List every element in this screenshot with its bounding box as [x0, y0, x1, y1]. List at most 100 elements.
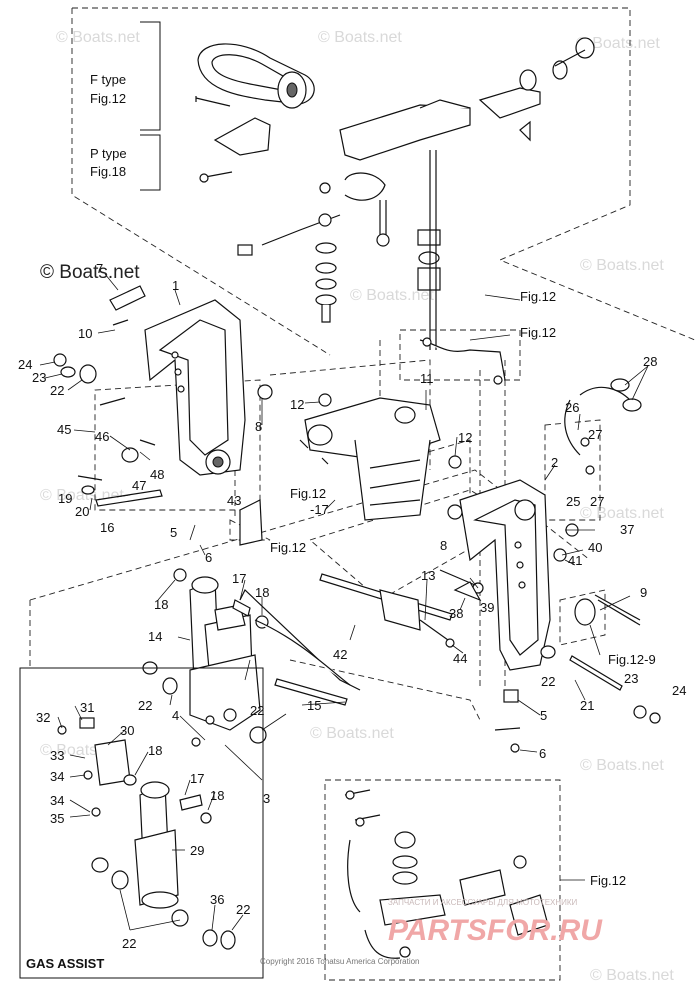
watermark: © Boats.net [318, 29, 402, 46]
right-clamp-bracket [439, 378, 661, 753]
callout-number: 12 [458, 430, 472, 445]
callout-number: 3 [263, 791, 270, 806]
callout-number: 43 [227, 493, 241, 508]
callout-number: 32 [36, 710, 50, 725]
callout-number: 22 [50, 383, 64, 398]
callout-number: 42 [333, 647, 347, 662]
callout-number: 5 [170, 525, 177, 540]
callout-number: 11 [420, 371, 434, 386]
shop-logo: PARTSFOR.RU [388, 914, 603, 947]
callout-number: 27 [588, 427, 602, 442]
callout-number: 24 [672, 683, 686, 698]
gas-assist-box: GAS ASSIST [19, 667, 264, 979]
leader-lines [39, 273, 649, 931]
p-type-label: P type [90, 146, 127, 161]
callout-number: 6 [205, 550, 212, 565]
callout-number: 34 [50, 793, 64, 808]
callout-number: 19 [58, 491, 72, 506]
callout-number: 18 [154, 597, 168, 612]
watermark: © Boats.net [56, 29, 140, 46]
callout-number: 22 [236, 902, 250, 917]
callout-number: 28 [643, 354, 657, 369]
callout-number: 10 [78, 326, 92, 341]
callout-number: 7 [96, 261, 103, 276]
watermark: © Boats.net [580, 505, 664, 522]
copyright-text: Copyright 2016 Tohatsu America Corporati… [260, 957, 420, 966]
callout-number: 25 [566, 494, 580, 509]
fig-ref-label: Fig.12 [290, 486, 326, 501]
f-type-fig-label: Fig.12 [90, 91, 126, 106]
callout-number: 16 [100, 520, 114, 535]
callout-number: 15 [307, 698, 321, 713]
fig-ref-label: Fig.12 [590, 873, 626, 888]
callout-number: 23 [624, 671, 638, 686]
callout-number: 22 [122, 936, 136, 951]
callout-number: 34 [50, 769, 64, 784]
fig-ref-suffix: -17 [310, 502, 329, 517]
part-callouts: 1 2 3 4 5 5 6 6 7 8 8 9 10 11 12 12 13 1… [18, 261, 686, 951]
callout-number: 33 [50, 748, 64, 763]
callout-number: 17 [190, 771, 204, 786]
callout-number: 18 [255, 585, 269, 600]
shop-tagline: ЗАПЧАСТИ И АКСЕССУАРЫ ДЛЯ МОТОТЕХНИКИ [388, 898, 578, 907]
callout-number: 18 [210, 788, 224, 803]
callout-number: 5 [540, 708, 547, 723]
callout-number: 13 [421, 568, 435, 583]
callout-number: 22 [541, 674, 555, 689]
left-clamp-bracket [53, 285, 273, 507]
watermark: © Boats.net [576, 35, 660, 52]
f-type-label: F type [90, 72, 126, 87]
callout-number: 37 [620, 522, 634, 537]
callout-number: 30 [120, 723, 134, 738]
callout-number: 12 [290, 397, 304, 412]
callout-number: 20 [75, 504, 89, 519]
boats-net-watermark: © Boats.net [40, 262, 140, 283]
callout-number: 24 [18, 357, 32, 372]
callout-number: 22 [138, 698, 152, 713]
callout-number: 26 [565, 400, 579, 415]
p-type-fig-label: Fig.18 [90, 164, 126, 179]
callout-number: 29 [190, 843, 204, 858]
callout-number: 46 [95, 429, 109, 444]
callout-number: 8 [255, 419, 262, 434]
callout-number: 36 [210, 892, 224, 907]
callout-number: 44 [453, 651, 467, 666]
callout-number: 35 [50, 811, 64, 826]
callout-number: 14 [148, 629, 162, 644]
shop-overlay: ЗАПЧАСТИ И АКСЕССУАРЫ ДЛЯ МОТОТЕХНИКИ PA… [388, 898, 603, 947]
watermark: © Boats.net [310, 725, 394, 742]
callout-number: 2 [551, 455, 558, 470]
background-watermarks: © Boats.net © Boats.net © Boats.net © Bo… [40, 29, 674, 984]
fig-ref-label: Fig.12-9 [608, 652, 656, 667]
callout-number: 39 [480, 600, 494, 615]
gas-assist-label: GAS ASSIST [26, 956, 104, 971]
callout-number: 22 [250, 703, 264, 718]
callout-number: 27 [590, 494, 604, 509]
watermark: © Boats.net [590, 967, 674, 984]
tiller-handle-parts [195, 37, 595, 350]
callout-number: 45 [57, 422, 71, 437]
callout-number: 41 [568, 553, 582, 568]
callout-number: 6 [539, 746, 546, 761]
callout-number: 9 [640, 585, 647, 600]
callout-number: 47 [132, 478, 146, 493]
type-selector-bracket: F type Fig.12 P type Fig.18 [90, 21, 161, 191]
watermark: © Boats.net [350, 287, 434, 304]
callout-number: 8 [440, 538, 447, 553]
watermark: © Boats.net [580, 257, 664, 274]
watermark: © Boats.net [580, 757, 664, 774]
fig-ref-label: Fig.12 [520, 325, 556, 340]
lower-handle-parts [344, 789, 549, 959]
callout-number: 18 [148, 743, 162, 758]
callout-number: 1 [172, 278, 179, 293]
figure-references: Fig.12 Fig.12 Fig.12 -17 Fig.12 Fig.12-9… [270, 289, 656, 888]
fig-ref-label: Fig.12 [270, 540, 306, 555]
callout-number: 31 [80, 700, 94, 715]
callout-number: 17 [232, 571, 246, 586]
tilt-rod-parts [239, 573, 455, 706]
callout-number: 38 [449, 606, 463, 621]
callout-number: 4 [172, 708, 179, 723]
fig-ref-label: Fig.12 [520, 289, 556, 304]
callout-number: 23 [32, 370, 46, 385]
